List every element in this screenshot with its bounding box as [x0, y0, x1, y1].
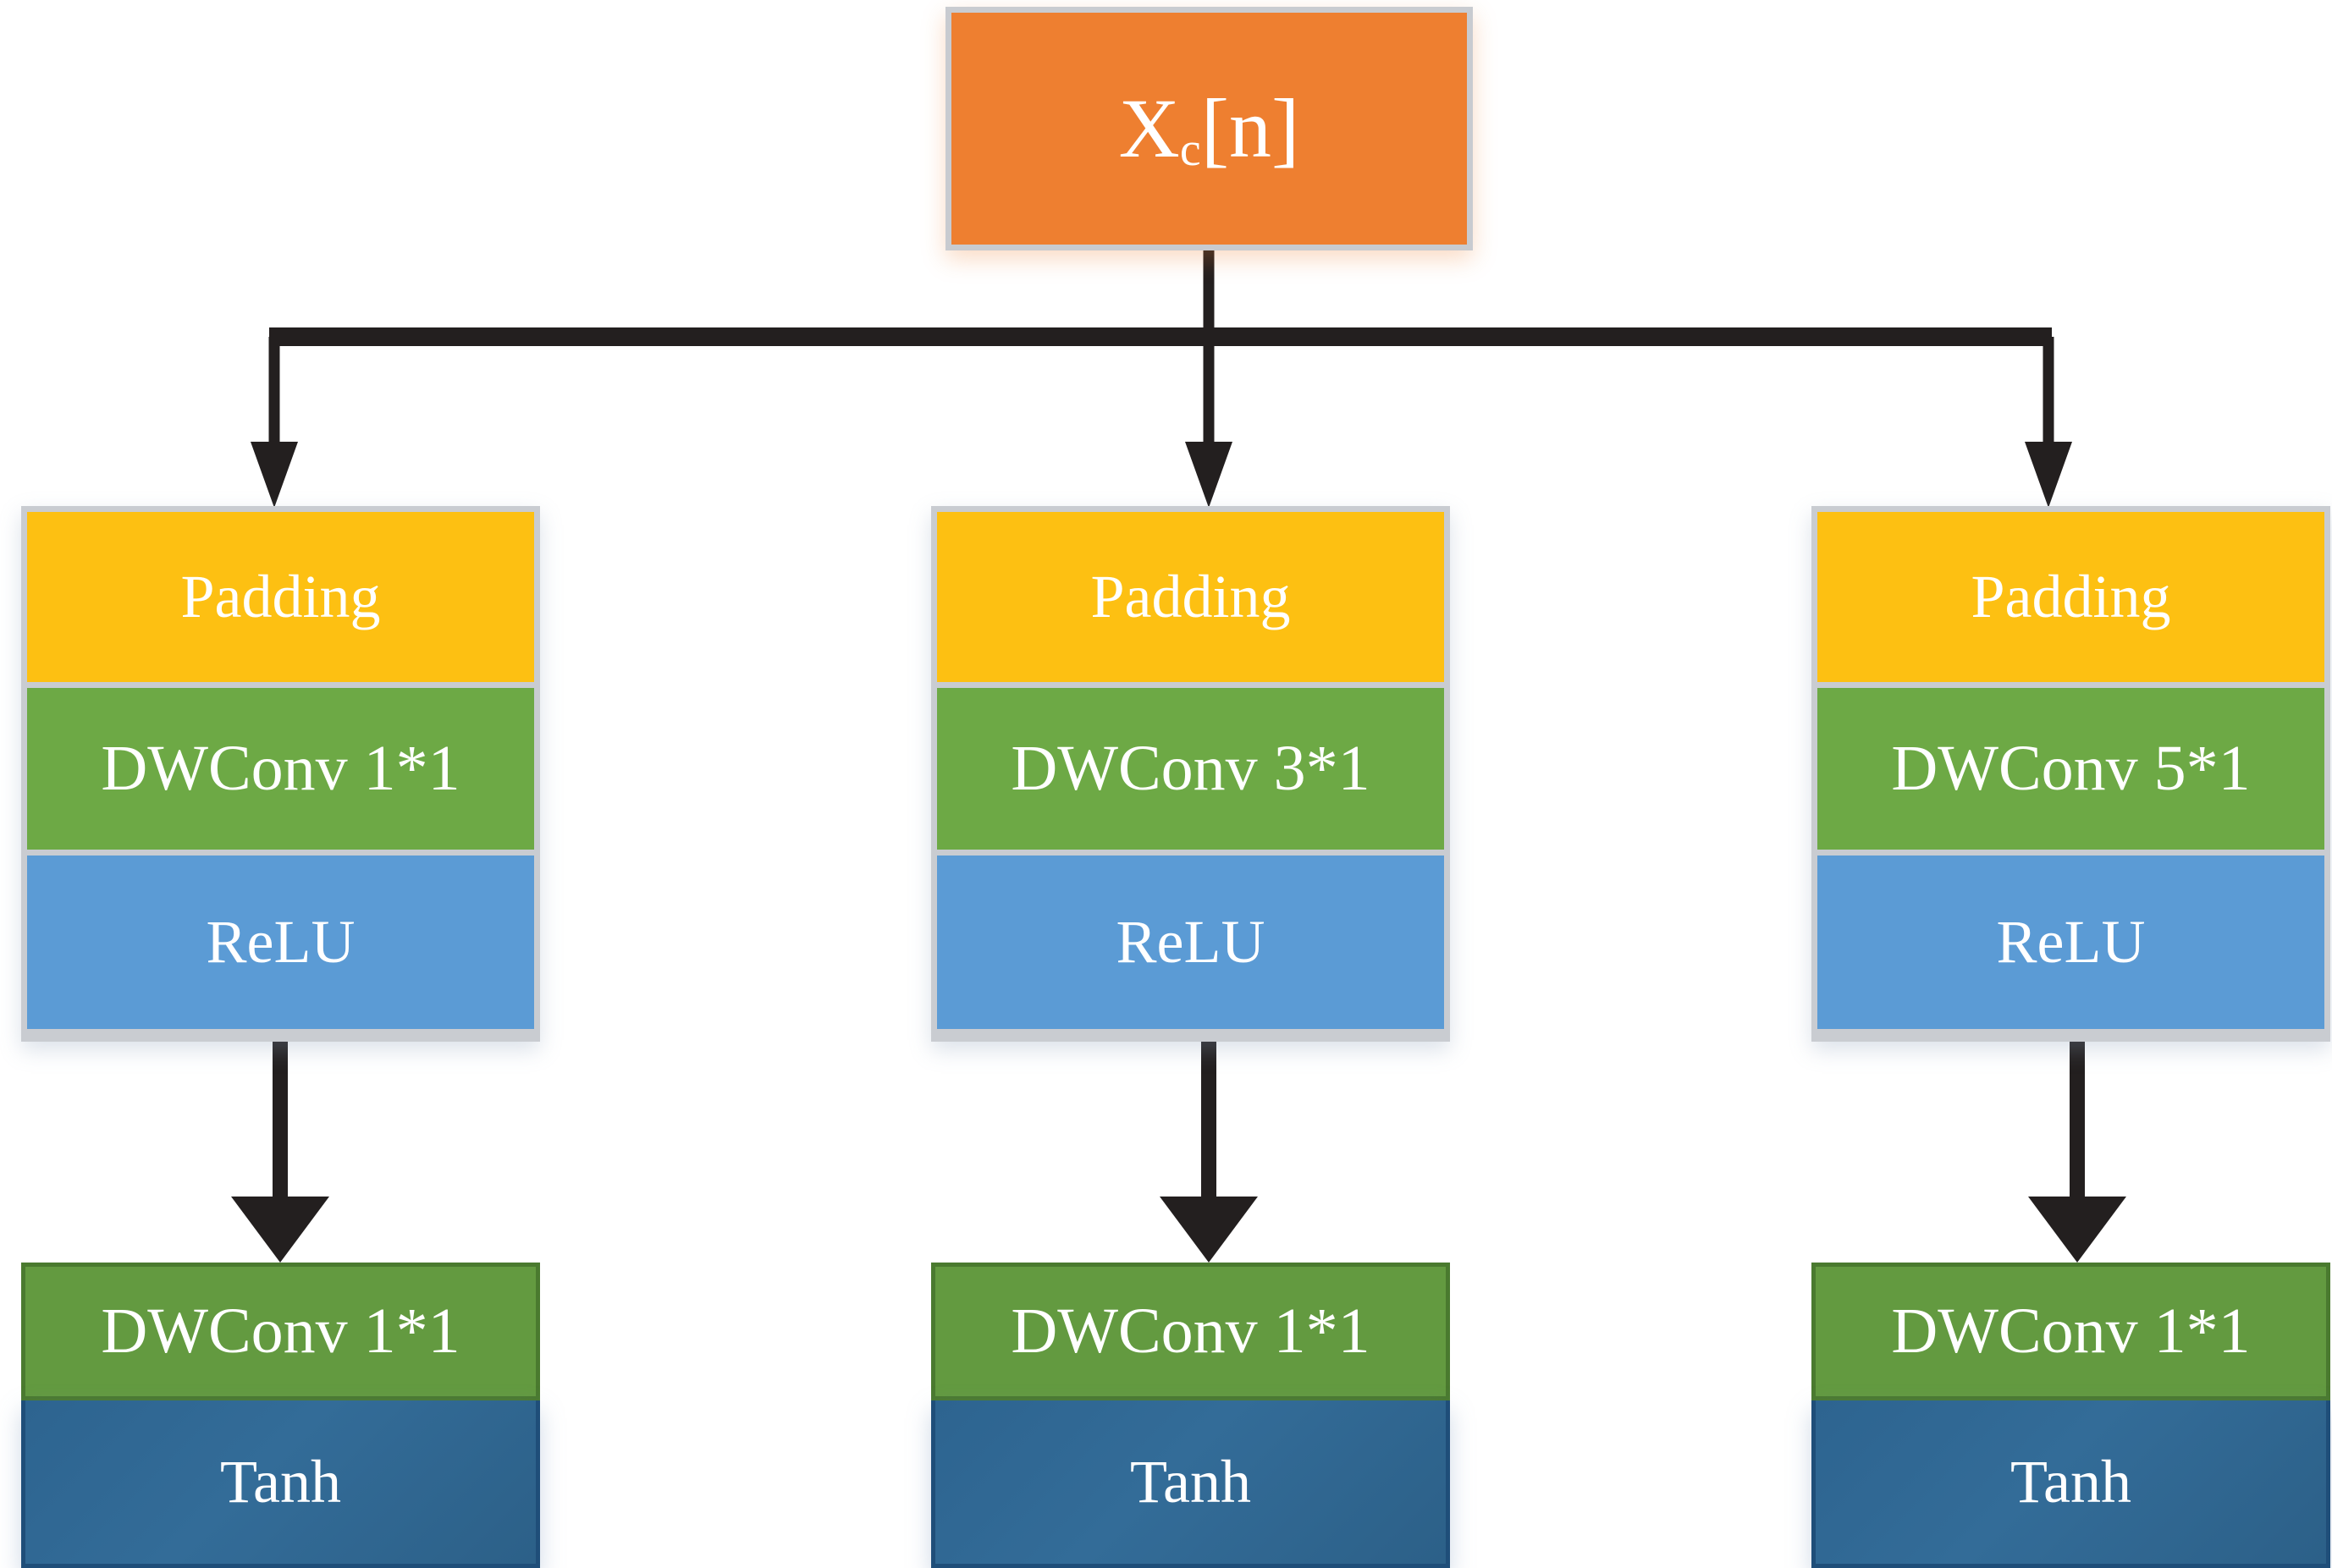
- branch-2-padding-block[interactable]: Padding: [937, 512, 1444, 682]
- arrowhead-to-branch-2: [1185, 442, 1232, 508]
- branch-3-relu-to-conv-arrowhead: [2028, 1197, 2126, 1263]
- branch-3-relu-block[interactable]: ReLU: [1817, 856, 2324, 1029]
- source-node-xc[interactable]: Xc[n]: [945, 7, 1473, 250]
- branch-2-upper-stack: Padding DWConv 3*1 ReLU: [931, 506, 1450, 1042]
- branch-1-output-dwconv-block[interactable]: DWConv 1*1: [21, 1263, 540, 1400]
- branch-2-dwconv-block[interactable]: DWConv 3*1: [937, 682, 1444, 856]
- source-node-label-subscript: c: [1179, 124, 1201, 177]
- arrowhead-to-branch-1: [251, 442, 298, 508]
- branch-3-dwconv-block[interactable]: DWConv 5*1: [1817, 682, 2324, 856]
- branch-1-upper-stack: Padding DWConv 1*1 ReLU: [21, 506, 540, 1042]
- branch-1-relu-block[interactable]: ReLU: [27, 856, 534, 1029]
- branch-1-tanh-block[interactable]: Tanh: [21, 1400, 540, 1568]
- branch-3-tanh-block[interactable]: Tanh: [1811, 1400, 2330, 1568]
- branch-3-output-dwconv-block[interactable]: DWConv 1*1: [1811, 1263, 2330, 1400]
- source-node-label-tail: [n]: [1200, 81, 1300, 175]
- branch-1-padding-block[interactable]: Padding: [27, 512, 534, 682]
- branch-1-dwconv-block[interactable]: DWConv 1*1: [27, 682, 534, 856]
- branch-1-lower-stack: DWConv 1*1 Tanh: [21, 1263, 540, 1568]
- source-node-label-main: X: [1118, 81, 1180, 175]
- branch-2-tanh-block[interactable]: Tanh: [931, 1400, 1450, 1568]
- branch-3-upper-stack: Padding DWConv 5*1 ReLU: [1811, 506, 2330, 1042]
- branch-2-relu-to-conv-arrowhead: [1160, 1197, 1258, 1263]
- branch-2-relu-block[interactable]: ReLU: [937, 856, 1444, 1029]
- branch-1-relu-to-conv-arrowhead: [231, 1197, 329, 1263]
- branch-2-output-dwconv-block[interactable]: DWConv 1*1: [931, 1263, 1450, 1400]
- arrowhead-to-branch-3: [2025, 442, 2072, 508]
- branch-3-lower-stack: DWConv 1*1 Tanh: [1811, 1263, 2330, 1568]
- branch-3-padding-block[interactable]: Padding: [1817, 512, 2324, 682]
- source-node-label: Xc[n]: [1119, 86, 1300, 174]
- branch-2-lower-stack: DWConv 1*1 Tanh: [931, 1263, 1450, 1568]
